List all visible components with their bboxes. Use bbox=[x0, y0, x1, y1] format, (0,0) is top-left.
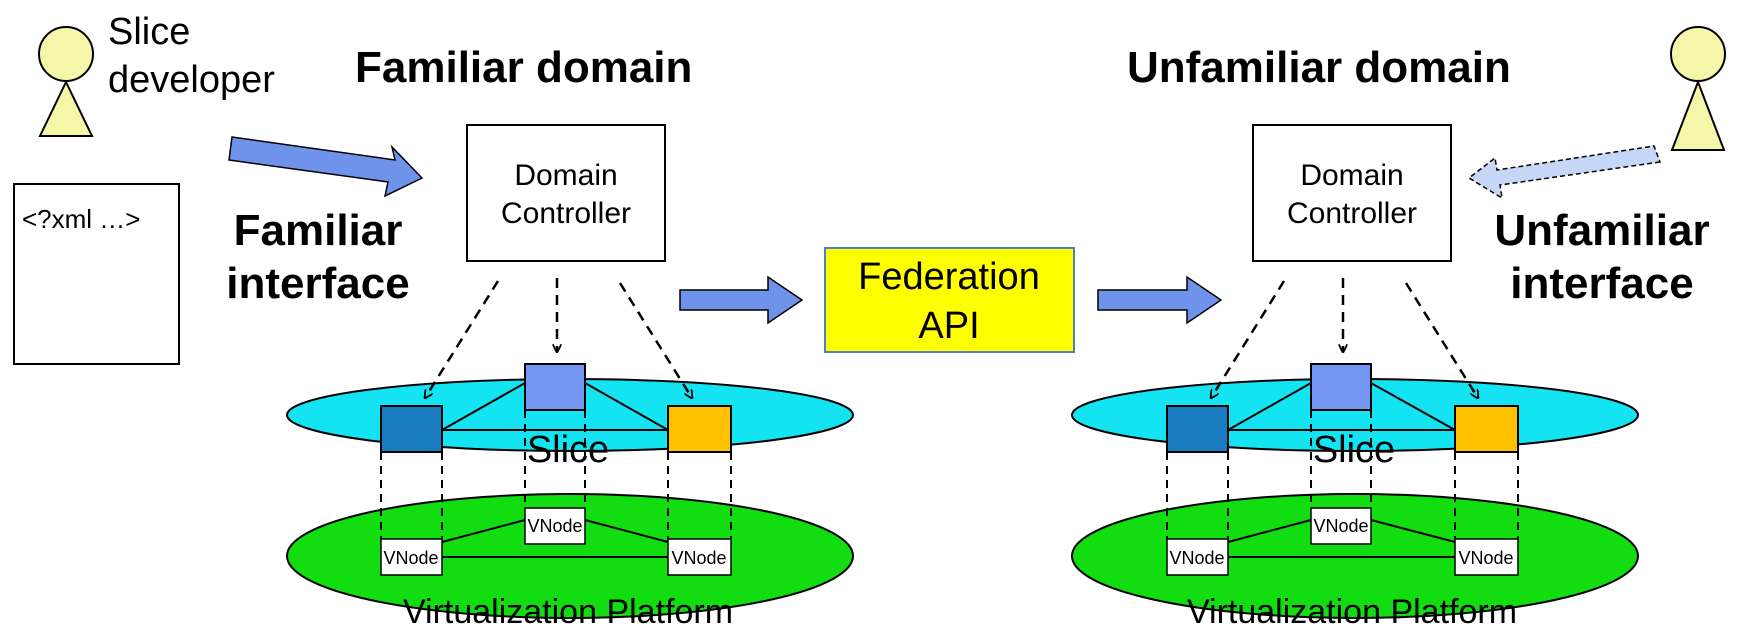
federation-api-label-line1: Federation bbox=[858, 256, 1040, 298]
left-slice-label: Slice bbox=[527, 429, 609, 471]
vnode-label: VNode bbox=[1169, 548, 1224, 568]
federation-api-label-line2: API bbox=[918, 305, 979, 347]
right-slice-label: Slice bbox=[1313, 429, 1395, 471]
left-vnode-3: VNode bbox=[667, 538, 732, 576]
xml-document bbox=[13, 183, 180, 365]
left-slice-node-periwinkle bbox=[524, 363, 586, 411]
right-controller-label-line1: Domain bbox=[1300, 159, 1403, 192]
familiar-interface-arrow bbox=[228, 136, 424, 198]
left-vnode-1: VNode bbox=[380, 538, 443, 576]
right-mapping-lines bbox=[1166, 410, 1519, 539]
left-mapping-lines bbox=[380, 410, 732, 539]
right-vnode-1: VNode bbox=[1166, 538, 1229, 576]
left-domain-controller bbox=[466, 124, 666, 262]
left-vnode-2: VNode bbox=[524, 507, 586, 545]
left-controller-arrows bbox=[425, 278, 692, 398]
left-vnode-links bbox=[441, 519, 669, 558]
unfamiliar-interface-arrow bbox=[1467, 145, 1662, 200]
from-federation-arrow bbox=[1097, 275, 1223, 325]
right-slice-node-orange bbox=[1454, 405, 1519, 453]
right-vnode-2: VNode bbox=[1310, 507, 1372, 545]
right-slice-node-periwinkle bbox=[1310, 363, 1372, 411]
left-slice-node-dark-blue bbox=[380, 405, 443, 453]
actor-label-line2: developer bbox=[108, 59, 275, 101]
right-vnode-links bbox=[1227, 519, 1456, 558]
right-controller-label-line2: Controller bbox=[1287, 197, 1417, 230]
left-slice-node-orange bbox=[667, 405, 732, 453]
slice-developer-actor bbox=[38, 26, 94, 137]
vnode-label: VNode bbox=[1313, 516, 1368, 536]
familiar-interface-label-line2: interface bbox=[226, 259, 409, 308]
left-controller-label-line1: Domain bbox=[514, 159, 617, 192]
left-platform-label: Virtualization Platform bbox=[403, 593, 733, 624]
vnode-label: VNode bbox=[383, 548, 438, 568]
vnode-label: VNode bbox=[671, 548, 726, 568]
unfamiliar-interface-label-line1: Unfamiliar bbox=[1494, 206, 1709, 255]
familiar-interface-label-line1: Familiar bbox=[234, 206, 403, 255]
vnode-label: VNode bbox=[1458, 548, 1513, 568]
familiar-domain-title: Familiar domain bbox=[355, 43, 692, 92]
actor-label-line1: Slice bbox=[108, 11, 190, 53]
right-vnode-3: VNode bbox=[1454, 538, 1519, 576]
right-controller-arrows bbox=[1211, 278, 1478, 398]
right-actor bbox=[1670, 26, 1726, 151]
left-controller-label-line2: Controller bbox=[501, 197, 631, 230]
unfamiliar-interface-label-line2: interface bbox=[1510, 259, 1693, 308]
left-slice-links bbox=[441, 382, 669, 431]
unfamiliar-domain-title: Unfamiliar domain bbox=[1127, 43, 1511, 92]
right-platform-label: Virtualization Platform bbox=[1187, 593, 1517, 624]
federation-api-box bbox=[824, 247, 1075, 353]
vnode-label: VNode bbox=[527, 516, 582, 536]
right-slice-links bbox=[1227, 382, 1456, 431]
xml-document-text: <?xml …> bbox=[22, 204, 141, 234]
right-slice-node-dark-blue bbox=[1166, 405, 1229, 453]
right-domain-controller bbox=[1252, 124, 1452, 262]
to-federation-arrow bbox=[679, 275, 804, 325]
